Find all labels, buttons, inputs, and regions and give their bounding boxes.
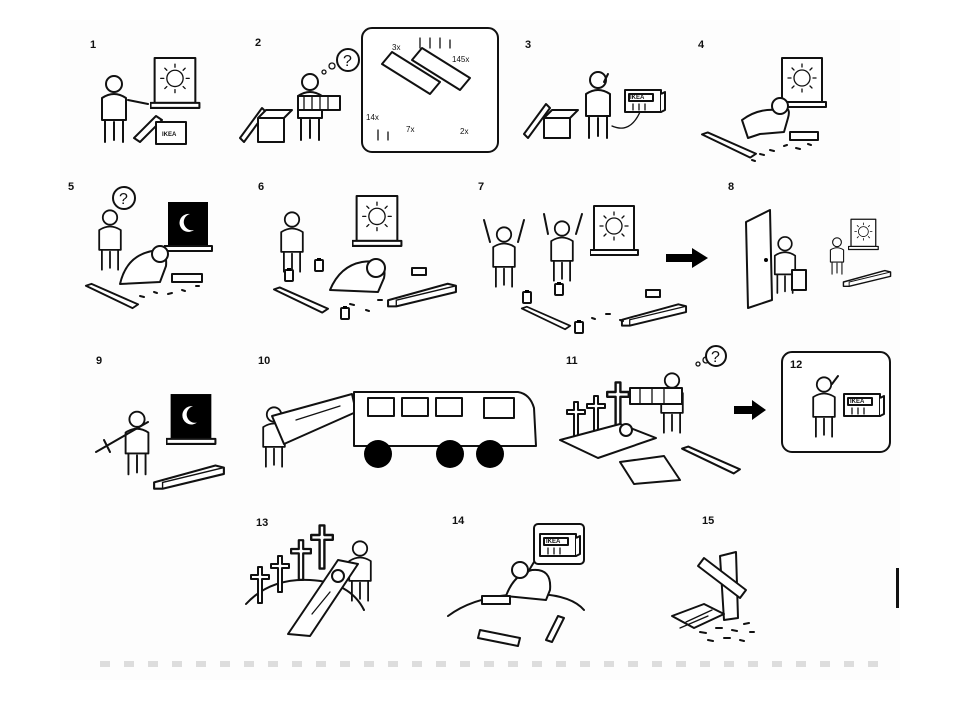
svg-text:?: ? — [119, 191, 128, 208]
panel-11: 11 ? — [559, 345, 742, 485]
svg-text:IKEA: IKEA — [630, 95, 645, 101]
person-figure — [124, 410, 150, 476]
panel-number: 15 — [702, 515, 714, 527]
phone-icon — [831, 375, 839, 385]
question-bubble-icon — [705, 345, 727, 367]
box-label: IKEA — [162, 132, 177, 138]
grave-pit — [619, 455, 681, 485]
person-figure — [280, 211, 304, 273]
part-count: 14x — [366, 113, 379, 122]
arrow-right-icon — [666, 248, 708, 268]
sun-window-icon — [590, 205, 639, 256]
panel-4: 4 — [698, 39, 827, 162]
panel-6: 6 — [258, 181, 458, 320]
can-icon — [314, 258, 324, 272]
panel-14: 14 IKEA — [447, 515, 585, 647]
person-figure — [101, 75, 127, 143]
bus-icon — [353, 391, 537, 468]
panel-1: 1 IKEA — [90, 39, 201, 145]
panel-2: 2 ? 3x 145x 14x 7x 2x — [239, 27, 499, 153]
ikea-box-icon — [539, 533, 581, 557]
panel-number: 10 — [258, 355, 270, 367]
panel-number: 4 — [698, 39, 705, 51]
can-icon — [284, 268, 294, 282]
ikea-box-icon — [155, 121, 187, 145]
panel-number: 2 — [255, 37, 261, 49]
inset-frame — [781, 351, 891, 453]
ikea-box-icon — [623, 88, 667, 114]
panel-number: 5 — [68, 181, 74, 193]
svg-text:?: ? — [343, 53, 352, 70]
panel-number: 3 — [525, 39, 531, 51]
instruction-sheet — [297, 95, 341, 111]
svg-text:?: ? — [711, 349, 720, 366]
panel-5: 5 ? — [68, 181, 213, 310]
panel-12: 12 IKEA — [781, 351, 891, 453]
panel-number: 14 — [452, 515, 465, 527]
can-icon — [554, 282, 564, 296]
phone-icon — [527, 561, 535, 573]
panel-15: 15 — [671, 515, 755, 642]
part-count: 2x — [460, 127, 468, 136]
phone-icon — [603, 73, 609, 83]
sun-window-icon — [150, 56, 201, 109]
person-figure — [812, 376, 836, 438]
panel-8: 8 — [728, 181, 892, 309]
ikea-box-icon — [843, 393, 885, 417]
can-icon — [340, 306, 350, 320]
panel-number: 6 — [258, 181, 264, 193]
panel-number: 7 — [478, 181, 484, 193]
panel-13: 13 — [245, 517, 372, 637]
person-figure — [585, 71, 611, 139]
person-figure — [829, 237, 845, 275]
person-figure — [492, 226, 516, 288]
kneeling-person — [505, 568, 552, 601]
can-icon — [574, 320, 584, 334]
panel-10: 10 — [258, 355, 537, 468]
panel-9: 9 — [95, 355, 226, 490]
panel-number: 11 — [566, 355, 578, 367]
part-count: 7x — [406, 125, 414, 134]
door — [745, 209, 773, 309]
panel-number: 12 — [790, 359, 802, 371]
panel-3: 3 IKEA — [523, 39, 667, 139]
moon-window-icon — [164, 201, 213, 252]
svg-text:IKEA: IKEA — [546, 539, 561, 545]
svg-text:IKEA: IKEA — [850, 399, 865, 405]
part-count: 145x — [452, 55, 469, 64]
arrow-right-icon — [734, 400, 766, 420]
rifle-icon — [95, 421, 149, 453]
board-part — [477, 629, 521, 647]
panel-number: 8 — [728, 181, 734, 193]
moon-window-icon — [166, 392, 217, 445]
panel-number: 1 — [90, 39, 96, 51]
sun-window-icon — [352, 194, 403, 247]
part-count: 3x — [392, 43, 400, 52]
panel-number: 13 — [256, 517, 268, 529]
sun-window-icon — [848, 218, 879, 251]
person-figure — [98, 209, 122, 271]
panel-7: 7 — [478, 181, 688, 334]
can-icon — [522, 290, 532, 304]
question-bubble-icon — [112, 186, 136, 210]
panel-number: 9 — [96, 355, 102, 367]
person-figure — [550, 220, 574, 282]
question-bubble-icon — [336, 48, 360, 72]
